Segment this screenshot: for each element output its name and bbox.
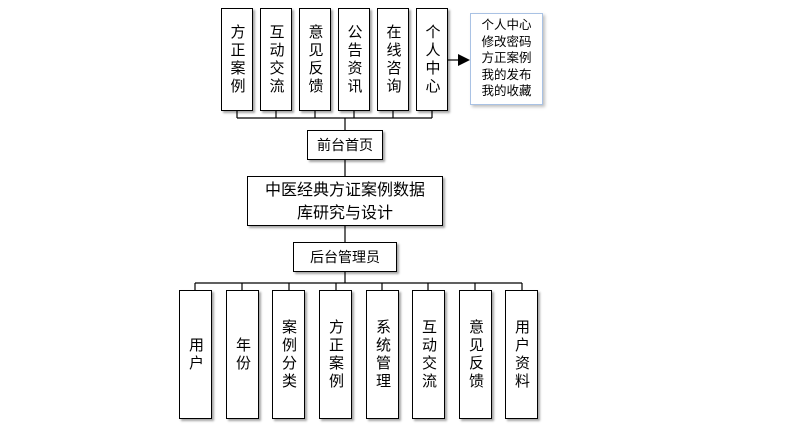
note-item: 我的收藏 bbox=[481, 83, 532, 98]
top-module-interaction: 互动交流 bbox=[260, 8, 292, 111]
top-module-fangzheng-cases: 方正案例 bbox=[221, 8, 253, 111]
system-title-box: 中医经典方证案例数据 库研究与设计 bbox=[247, 176, 443, 226]
top-module-personal-center: 个人中心 bbox=[416, 8, 448, 111]
note-item: 个人中心 bbox=[481, 17, 532, 32]
top-module-online-consult: 在线咨询 bbox=[377, 8, 409, 111]
personal-center-items-note: 个人中心 修改密码 方正案例 我的发布 我的收藏 bbox=[470, 13, 543, 105]
bottom-module-interaction: 互动交流 bbox=[412, 290, 445, 419]
bottom-module-system-management: 系统管理 bbox=[366, 290, 399, 419]
bottom-module-users: 用户 bbox=[179, 290, 212, 419]
bottom-module-fangzheng-cases: 方正案例 bbox=[319, 290, 352, 419]
top-module-feedback: 意见反馈 bbox=[299, 8, 331, 111]
note-item: 修改密码 bbox=[481, 33, 532, 49]
front-home-box: 前台首页 bbox=[307, 130, 383, 160]
bottom-module-user-profile: 用户资料 bbox=[505, 290, 538, 419]
bottom-module-case-category: 案例分类 bbox=[272, 290, 305, 419]
note-item: 我的发布 bbox=[481, 66, 532, 82]
bottom-module-year: 年份 bbox=[226, 290, 259, 419]
admin-box: 后台管理员 bbox=[293, 242, 397, 272]
arrow-head-icon bbox=[458, 54, 470, 66]
bottom-module-feedback: 意见反馈 bbox=[459, 290, 492, 419]
note-item: 方正案例 bbox=[481, 50, 532, 65]
top-module-announcements: 公告资讯 bbox=[338, 8, 370, 111]
